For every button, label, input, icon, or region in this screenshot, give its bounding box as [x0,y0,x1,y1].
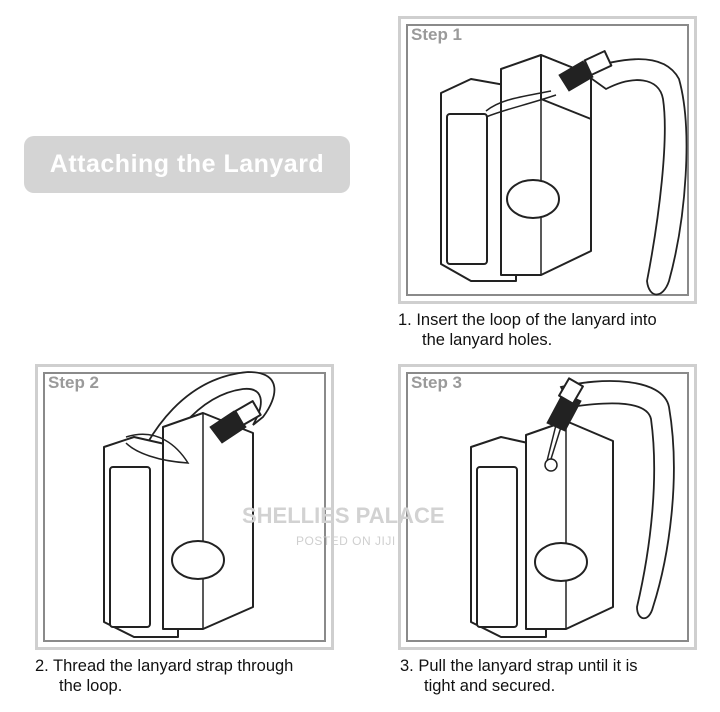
device-button [171,540,225,580]
step-1-caption: 1. Insert the loop of the lanyard into t… [398,311,657,349]
lanyard-loop [485,90,552,112]
step-2-label: Step 2 [48,373,100,392]
device-button [506,179,560,219]
lanyard-loop [125,433,190,464]
step-1-panel: Step 1 [398,16,697,304]
device-button [534,542,588,582]
page-title: Attaching the Lanyard [49,150,325,178]
lanyard-clip [558,60,594,92]
step-3-caption: 3. Pull the lanyard strap until it is ti… [400,657,638,695]
title-banner: Attaching the Lanyard [24,136,350,193]
step-1-illustration [440,50,688,296]
step-1-label: Step 1 [411,25,463,44]
step-3-label: Step 3 [411,373,463,392]
step-3-panel: Step 3 [398,364,697,650]
watermark-name: SHELLIES PALACE [242,503,445,528]
device-body-right [162,412,254,630]
device-body-right [525,420,614,630]
watermark-sub: POSTED ON JIJI [296,534,396,548]
step-2-illustration [103,371,276,638]
step-2-caption: 2. Thread the lanyard strap through the … [35,657,294,695]
step-2-panel: Step 2 [35,364,334,650]
lanyard-strap [579,58,688,296]
device-screen [109,466,151,628]
lanyard-clip [209,410,247,444]
step-3-illustration [470,377,675,638]
device-screen [476,466,518,628]
device-screen [446,113,488,265]
